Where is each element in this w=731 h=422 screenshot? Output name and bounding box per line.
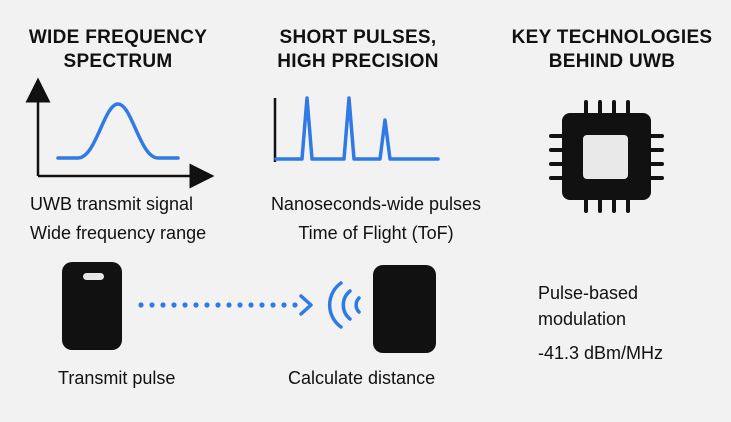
heading-short-pulses: SHORT PULSES, HIGH PRECISION — [277, 27, 439, 72]
heading-key-technologies: KEY TECHNOLOGIES BEHIND UWB — [511, 27, 713, 72]
caption-time-of-flight: Time of Flight (ToF) — [298, 223, 454, 243]
pulse-train-icon — [274, 96, 440, 161]
calculate-distance-label: Calculate distance — [288, 368, 436, 388]
heading-wide-frequency-spectrum: WIDE FREQUENCY SPECTRUM — [28, 27, 208, 72]
caption-uwb-transmit-signal: UWB transmit signal — [30, 194, 194, 214]
feature-power-spectral-density: -41.3 dBm/MHz — [538, 343, 664, 363]
caption-wide-frequency-range: Wide frequency range — [30, 223, 207, 243]
signal-waves-icon — [327, 281, 361, 329]
pulse-dotted-arrow — [138, 294, 313, 316]
caption-nanoseconds-pulses: Nanoseconds-wide pulses — [270, 194, 482, 214]
bell-curve-icon — [56, 102, 180, 160]
pulse-plot — [273, 96, 440, 162]
spectrum-plot — [25, 77, 215, 189]
transmitter-device-icon — [62, 262, 122, 350]
receiver-device-icon — [373, 265, 436, 353]
feature-modulation: modulation — [538, 309, 627, 329]
transmit-pulse-label: Transmit pulse — [58, 368, 176, 388]
microchip-icon — [549, 100, 664, 213]
feature-pulse-based: Pulse-based — [538, 283, 639, 303]
